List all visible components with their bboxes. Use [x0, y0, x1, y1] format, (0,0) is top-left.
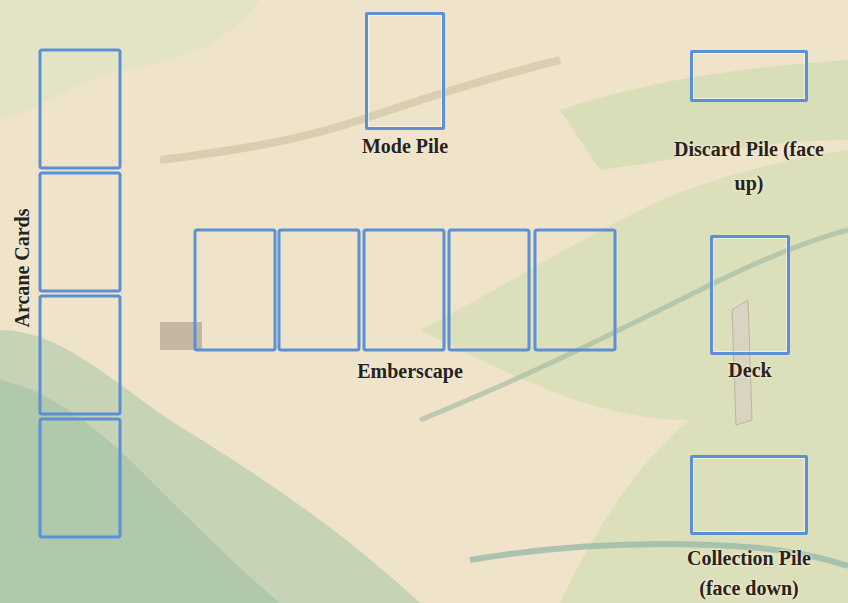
card-pile: Mode Pile	[325, 12, 485, 159]
column-label: Arcane Cards	[11, 208, 34, 327]
card-slot	[690, 455, 808, 535]
card-slot	[710, 235, 790, 355]
card-slot	[449, 230, 529, 350]
pile-label: Mode Pile	[325, 133, 485, 159]
card-slot	[365, 12, 445, 130]
stream	[420, 230, 848, 420]
card-slot	[40, 173, 120, 291]
card-slot	[40, 50, 120, 168]
card-slot	[364, 230, 444, 350]
pile-label: Deck	[690, 357, 810, 383]
card-pile: Deck	[690, 235, 810, 383]
card-pile: Collection Pile (face down)	[674, 455, 824, 603]
arcane-slots	[40, 50, 120, 537]
pile-label: Discard Pile (face up)	[674, 132, 824, 200]
pile-label: Collection Pile (face down)	[674, 543, 824, 603]
emberscape-slots	[195, 230, 615, 350]
hill	[0, 330, 420, 603]
card-pile: Discard Pile (face up)	[674, 50, 824, 200]
card-slot	[40, 296, 120, 414]
card-slot	[690, 50, 808, 102]
card-slot	[195, 230, 275, 350]
card-slot	[279, 230, 359, 350]
card-slot	[40, 419, 120, 537]
card-slot	[535, 230, 615, 350]
area-label: Emberscape	[357, 360, 463, 383]
field	[420, 150, 848, 603]
road	[160, 60, 560, 160]
